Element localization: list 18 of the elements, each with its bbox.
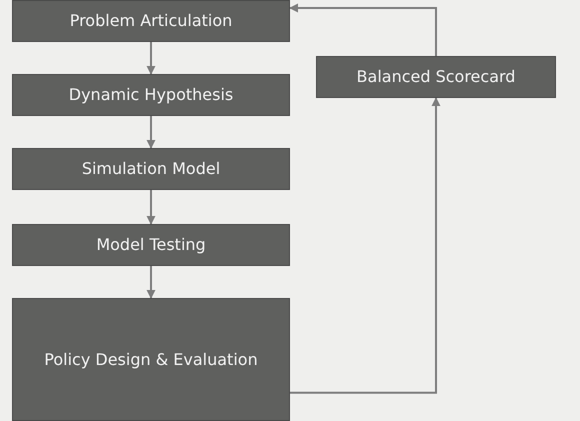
arrow (146, 190, 156, 225)
arrow (146, 266, 156, 299)
process-box (12, 74, 290, 116)
box-label: Balanced Scorecard (356, 66, 516, 88)
process-box (316, 56, 556, 98)
box-label: Model Testing (95, 234, 207, 256)
arrow (146, 42, 156, 75)
process-box (12, 224, 290, 266)
box-label: Dynamic Hypothesis (68, 84, 234, 106)
box-label: Simulation Model (80, 158, 222, 180)
box-label: Policy Design & Evaluation (43, 348, 259, 371)
process-box (12, 148, 290, 190)
process-box (12, 298, 290, 421)
arrow (146, 116, 156, 149)
process-box (12, 0, 290, 42)
arrow (289, 4, 437, 56)
arrow (290, 97, 440, 394)
box-label: Problem Articulation (68, 10, 234, 32)
